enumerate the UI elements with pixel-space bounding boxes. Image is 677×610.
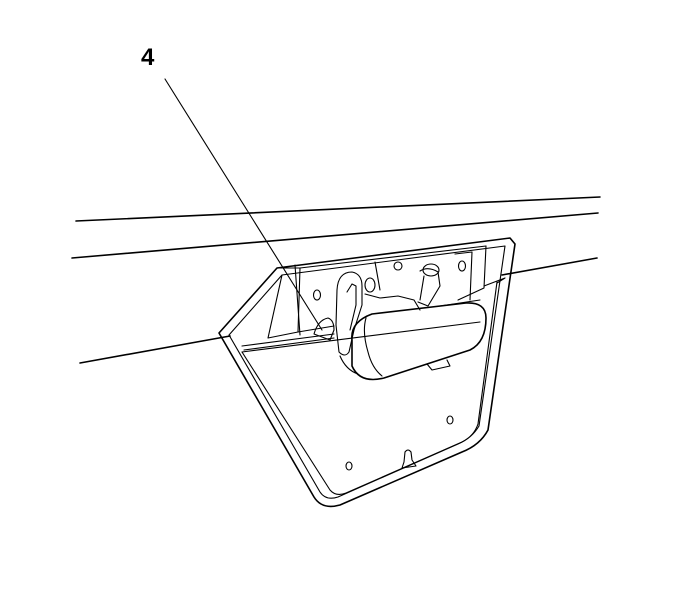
mirror-housing <box>339 302 487 381</box>
roof-line-lower <box>79 335 231 364</box>
bezel-inner-rim <box>228 245 506 499</box>
mounting-bezel <box>218 237 516 508</box>
mirror-face-edge <box>363 317 383 377</box>
pivot-right <box>422 263 440 277</box>
callout-4: 4 <box>141 44 335 341</box>
plate-front-edge <box>241 281 498 496</box>
recess-left-wall <box>267 267 301 339</box>
bracket-base <box>364 293 421 311</box>
roof-line-middle <box>71 212 599 259</box>
pivot-left <box>364 277 376 293</box>
plate-notch <box>401 449 417 469</box>
leader-line <box>164 78 323 331</box>
hole-plate-right <box>446 415 454 425</box>
fastener-holes <box>312 260 467 471</box>
hole-right-upper <box>457 260 467 272</box>
mirror-bracket <box>335 263 441 356</box>
recess-inner-column <box>374 261 381 291</box>
windshield-edge-lines <box>71 196 601 364</box>
mirror-bottom-tab <box>426 359 451 371</box>
roof-line-lower-right <box>501 257 598 276</box>
bracket-arm-inner <box>346 283 357 331</box>
hole-left-upper <box>312 289 322 301</box>
recess-back-wall <box>299 245 487 269</box>
callout-label: 4 <box>141 44 155 71</box>
plate-right-flange <box>483 277 506 287</box>
bracket-right-stem <box>419 275 425 301</box>
bezel-outer <box>218 237 516 508</box>
recess-right-post <box>457 245 487 301</box>
recess-right-column <box>454 251 473 301</box>
plate-edge <box>241 321 481 353</box>
hole-center-top <box>393 261 403 271</box>
roof-line-upper <box>75 196 601 222</box>
mirror-outer <box>351 302 487 381</box>
hole-plate-left <box>345 461 353 471</box>
clip-outline <box>313 317 335 341</box>
recess-bottom-sill-2 <box>243 337 335 351</box>
mirror-back-edge <box>339 355 359 375</box>
bracket-arm-left <box>335 271 363 356</box>
recess-left-flange <box>294 264 301 336</box>
bracket-arm-right <box>417 268 441 307</box>
